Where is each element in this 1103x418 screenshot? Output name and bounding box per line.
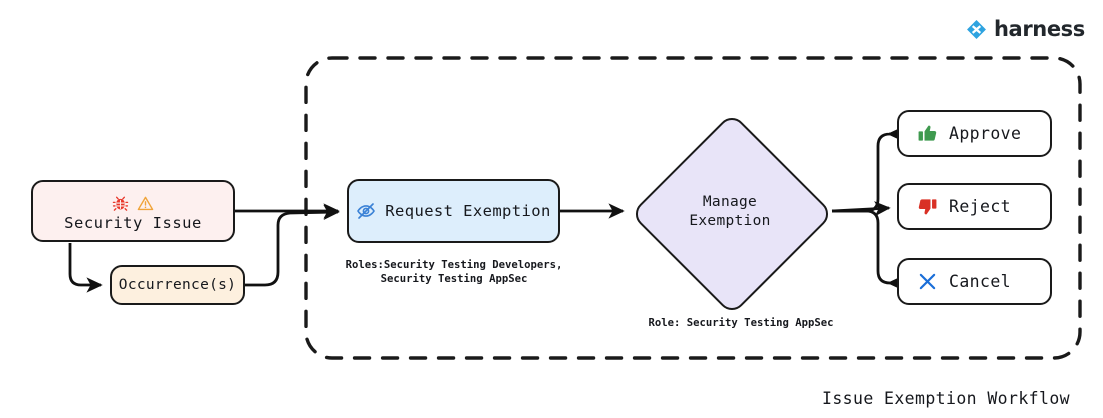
edge-manage-to-cancel <box>832 209 904 291</box>
node-request-exemption[interactable]: Request Exemption <box>347 179 560 243</box>
node-reject[interactable]: Reject <box>897 183 1052 230</box>
harness-diamond-logo-icon <box>967 20 986 39</box>
brand-name: harness <box>994 17 1085 41</box>
occurrences-label: Occurrence(s) <box>118 277 237 293</box>
node-approve[interactable]: Approve <box>897 110 1052 157</box>
reject-label: Reject <box>949 197 1012 216</box>
edge-occurrences-to-request <box>245 204 340 287</box>
harness-brand-logo: harness <box>966 19 1085 40</box>
node-manage-exemption[interactable]: Manage Exemption <box>630 112 834 316</box>
approve-label: Approve <box>949 124 1022 143</box>
manage-exemption-label-line2: Exemption <box>689 213 771 229</box>
manage-exemption-label-line1: Manage <box>702 193 758 210</box>
edge-manage-to-approve <box>832 126 904 213</box>
caption-request-exemption-roles: Roles:Security Testing Developers, Secur… <box>345 259 563 286</box>
thumbs-down-icon <box>918 199 937 215</box>
security-issue-label: Security Issue <box>64 213 202 232</box>
request-exemption-label: Request Exemption <box>385 202 551 220</box>
node-occurrences[interactable]: Occurrence(s) <box>110 265 245 305</box>
node-cancel[interactable]: Cancel <box>897 258 1052 305</box>
eye-off-icon <box>357 203 376 219</box>
caption-manage-exemption-role: Role: Security Testing AppSec <box>648 317 834 329</box>
warning-triangle-icon <box>137 196 154 210</box>
manage-exemption-labels: Manage Exemption <box>632 114 828 310</box>
diagram-title: Issue Exemption Workflow <box>821 389 1070 408</box>
x-mark-icon <box>919 273 936 290</box>
thumbs-up-icon <box>918 125 937 141</box>
security-issue-icons <box>112 194 154 213</box>
edge-manage-to-reject <box>831 201 891 217</box>
edge-security-issue-to-occurrences <box>68 243 103 293</box>
bug-icon <box>112 196 129 211</box>
cancel-label: Cancel <box>949 272 1012 291</box>
node-security-issue[interactable]: Security Issue <box>31 180 235 242</box>
